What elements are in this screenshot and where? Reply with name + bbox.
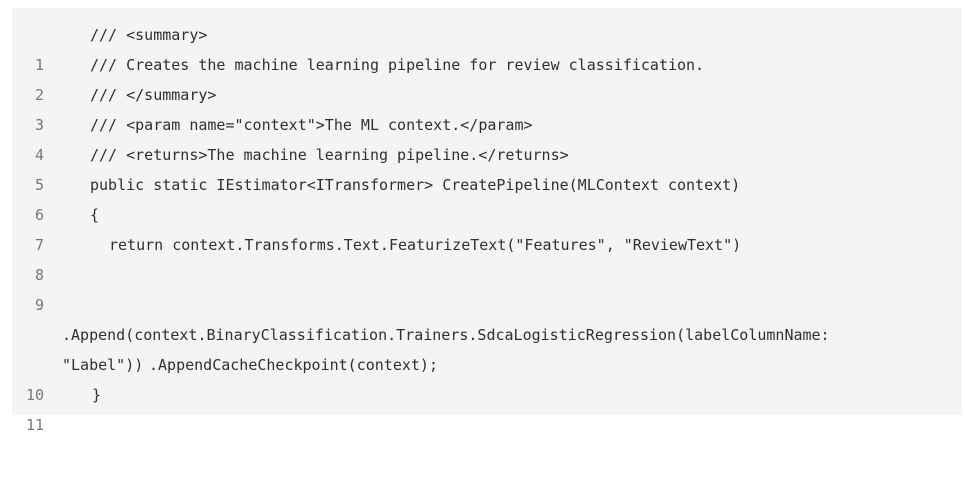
line-number: 3	[34, 116, 44, 134]
code-line: 5 /// <returns>The machine learning pipe…	[12, 140, 962, 194]
code-line: 11 }	[12, 380, 962, 434]
code-text: public static IEstimator<ITransformer> C…	[90, 176, 741, 194]
code-text: .Append(context.BinaryClassification.Tra…	[62, 326, 830, 344]
line-number: 11	[25, 416, 44, 434]
code-text: "Label"))	[62, 356, 144, 374]
code-text: /// </summary>	[90, 86, 217, 104]
code-text: /// <returns>The machine learning pipeli…	[90, 146, 569, 164]
code-line: 1 /// <summary>	[12, 20, 962, 74]
line-number: 10	[25, 386, 44, 404]
code-line-wrapped: .Append(context.BinaryClassification.Tra…	[12, 290, 962, 344]
code-text: /// <summary>	[90, 26, 208, 44]
line-number: 1	[34, 56, 44, 74]
code-line: 6 public static IEstimator<ITransformer>…	[12, 170, 962, 224]
code-line: 7 {	[12, 200, 962, 254]
code-text: .AppendCacheCheckpoint(context);	[149, 356, 438, 374]
line-number: 4	[34, 146, 44, 164]
line-number: 6	[34, 206, 44, 224]
code-line-wrapped: "Label"))	[12, 320, 962, 374]
code-line: 4 /// <param name="context">The ML conte…	[12, 110, 962, 164]
line-number: 7	[34, 236, 44, 254]
code-line: 3 /// </summary>	[12, 80, 962, 134]
code-line: 8 return context.Transforms.Text.Featuri…	[12, 230, 962, 284]
code-block: 1 /// <summary> 2 /// Creates the machin…	[12, 8, 962, 434]
code-line: 2 /// Creates the machine learning pipel…	[12, 50, 962, 104]
code-text: /// <param name="context">The ML context…	[90, 116, 533, 134]
line-number: 5	[34, 176, 44, 194]
line-number: 8	[34, 266, 44, 284]
code-line: 9	[12, 260, 962, 314]
line-number: 9	[34, 296, 44, 314]
code-text: }	[92, 386, 102, 404]
code-text: return context.Transforms.Text.Featurize…	[109, 236, 742, 254]
code-line: 10 .AppendCacheCheckpoint(context);	[12, 350, 962, 404]
code-text: {	[90, 206, 100, 224]
line-number: 2	[34, 86, 44, 104]
code-text: /// Creates the machine learning pipelin…	[90, 56, 705, 74]
